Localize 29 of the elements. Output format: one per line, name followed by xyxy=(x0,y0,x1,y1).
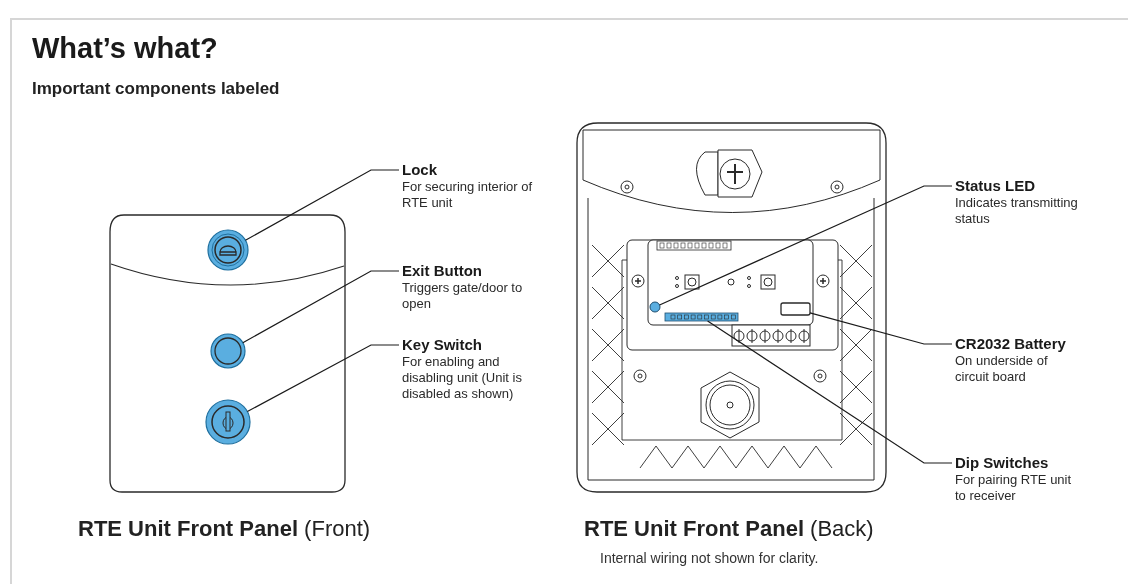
leader-line xyxy=(809,312,953,345)
callout-description: On underside of circuit board xyxy=(955,353,1049,385)
callout-title: Key Switch xyxy=(402,336,484,354)
subtitle: Important components labeled xyxy=(32,78,280,100)
panel-caption: RTE Unit Front Panel (Back) xyxy=(584,515,874,543)
exit-push-button xyxy=(210,333,246,369)
title: What’s what? xyxy=(32,34,218,63)
callout-description: For securing interior of RTE unit xyxy=(402,179,534,211)
panel-caption: RTE Unit Front Panel (Front) xyxy=(78,515,371,543)
note: Internal wiring not shown for clarity. xyxy=(600,549,819,568)
leader-line xyxy=(242,270,400,344)
leader-line xyxy=(244,169,400,241)
status-led xyxy=(649,301,661,313)
callout-title: CR2032 Battery xyxy=(955,335,1067,353)
leader-line xyxy=(707,320,953,464)
lock-cylinder xyxy=(207,229,249,271)
callout-description: For enabling and disabling unit (Unit is disabled as shown) xyxy=(402,354,523,402)
callout-description: Indicates transmitting status xyxy=(955,195,1079,227)
callout-title: Dip Switches xyxy=(955,454,1050,472)
callout-title: Lock xyxy=(402,161,438,179)
leader-line xyxy=(658,185,953,306)
key-switch xyxy=(205,399,251,445)
callout-title: Status LED xyxy=(955,177,1036,195)
callout-title: Exit Button xyxy=(402,262,483,280)
callout-description: For pairing RTE unit to receiver xyxy=(955,472,1073,504)
battery-holder xyxy=(780,302,811,316)
dip-switch xyxy=(664,312,739,322)
callout-description: Triggers gate/door to open xyxy=(402,280,524,312)
leader-line xyxy=(246,344,400,413)
